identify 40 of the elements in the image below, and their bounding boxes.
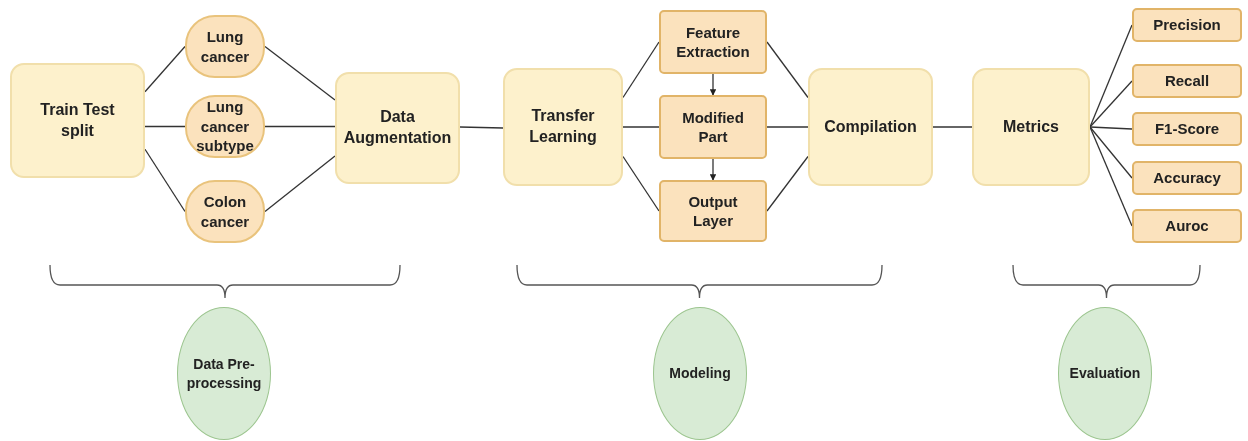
- connector-line: [1089, 80, 1133, 128]
- process-box: Feature Extraction: [659, 10, 767, 74]
- connector-line: [1089, 24, 1133, 128]
- connector-line: [766, 155, 809, 212]
- connector-line: [766, 41, 809, 99]
- process-box: Train Test split: [10, 63, 145, 178]
- connector-line: [144, 125, 186, 128]
- process-box: Modified Part: [659, 95, 767, 159]
- rounded-box: Lung cancer subtype: [185, 95, 265, 158]
- connector-line: [622, 155, 660, 212]
- connector-line: [144, 148, 186, 213]
- connector-line: [622, 126, 660, 128]
- process-box: Transfer Learning: [503, 68, 623, 186]
- process-box: Accuracy: [1132, 161, 1242, 195]
- connector-line: [1089, 126, 1133, 179]
- rounded-box: Colon cancer: [185, 180, 265, 243]
- process-box: Precision: [1132, 8, 1242, 42]
- connector-line: [1089, 126, 1133, 227]
- process-box: Recall: [1132, 64, 1242, 98]
- connector-line: [144, 45, 186, 93]
- phase-ellipse: Modeling: [653, 307, 747, 440]
- phase-ellipse: Evaluation: [1058, 307, 1152, 440]
- phase-ellipse: Data Pre-processing: [177, 307, 271, 440]
- connector-line: [264, 125, 336, 128]
- arrow: [709, 73, 717, 96]
- connector-line: [1089, 126, 1133, 130]
- process-box: Data Augmentation: [335, 72, 460, 184]
- connector-line: [264, 155, 336, 213]
- process-box: Compilation: [808, 68, 933, 186]
- rounded-box: Lung cancer: [185, 15, 265, 78]
- process-box: Output Layer: [659, 180, 767, 242]
- process-box: F1-Score: [1132, 112, 1242, 146]
- connector-line: [766, 126, 809, 128]
- connector-line: [459, 126, 504, 129]
- connector-line: [622, 41, 660, 99]
- arrow: [709, 158, 717, 181]
- connector-line: [932, 126, 973, 128]
- process-box: Auroc: [1132, 209, 1242, 243]
- process-box: Metrics: [972, 68, 1090, 186]
- connector-line: [264, 45, 336, 101]
